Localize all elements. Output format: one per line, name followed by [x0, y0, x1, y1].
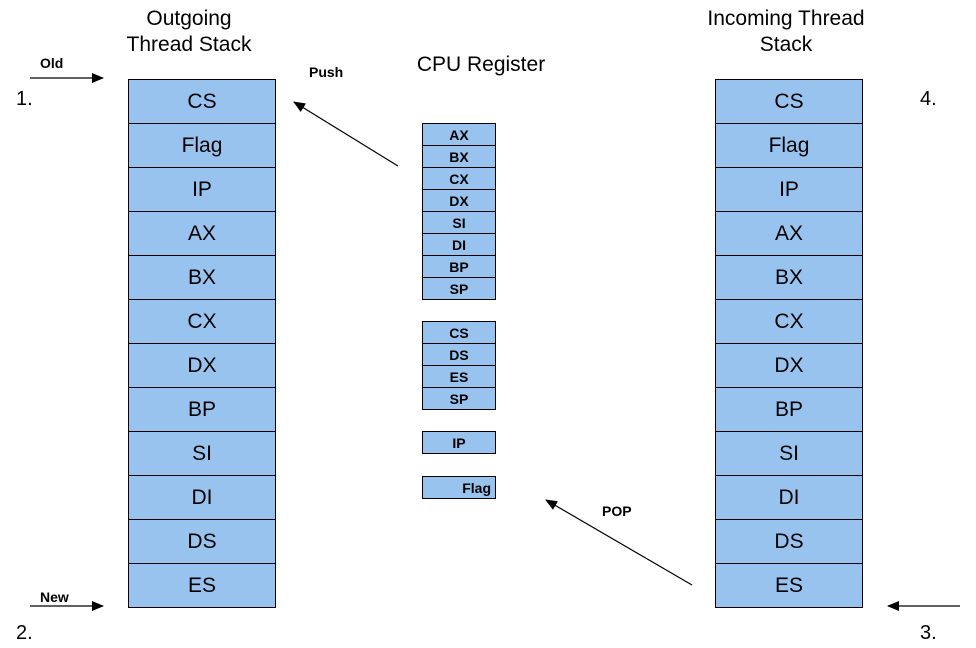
- outgoing-title-line1: Outgoing: [146, 7, 232, 30]
- cpu-register-cell: DS: [423, 344, 495, 366]
- cpu-register-cell: SP: [423, 278, 495, 299]
- outgoing-stack-cell: Flag: [129, 124, 275, 168]
- outgoing-stack-cell: SI: [129, 432, 275, 476]
- incoming-stack-cell: AX: [716, 212, 862, 256]
- outgoing-stack-cell: BX: [129, 256, 275, 300]
- step-3-label: 3.: [920, 622, 937, 644]
- outgoing-title-line2: Thread Stack: [126, 33, 252, 56]
- outgoing-stack-cell: DS: [129, 520, 275, 564]
- pop-arrow: [545, 499, 693, 586]
- cpu-register-cell: AX: [423, 124, 495, 146]
- cpu-register-cell: CX: [423, 168, 495, 190]
- outgoing-stack-cell: AX: [129, 212, 275, 256]
- push-label: Push: [309, 64, 344, 80]
- step-1-label: 1.: [16, 88, 33, 110]
- incoming-stack-cell: ES: [716, 564, 862, 607]
- incoming-stack-cell: BX: [716, 256, 862, 300]
- incoming-stack-cell: SI: [716, 432, 862, 476]
- cpu-flag-register: Flag: [422, 476, 496, 499]
- outgoing-stack: CS Flag IP AX BX CX DX BP SI DI DS ES: [128, 79, 276, 608]
- outgoing-stack-title: Outgoing Thread Stack: [108, 6, 270, 58]
- cpu-register-cell: BX: [423, 146, 495, 168]
- cpu-ip-register: IP: [422, 431, 496, 454]
- outgoing-stack-cell: IP: [129, 168, 275, 212]
- outgoing-stack-cell: ES: [129, 564, 275, 607]
- incoming-title-line2: Stack: [759, 33, 813, 56]
- incoming-stack-cell: BP: [716, 388, 862, 432]
- cpu-register-cell: CS: [423, 322, 495, 344]
- incoming-stack-cell: CX: [716, 300, 862, 344]
- step-2-label: 2.: [16, 622, 33, 644]
- incoming-stack-title: Incoming Thread Stack: [696, 6, 876, 58]
- outgoing-stack-cell: CX: [129, 300, 275, 344]
- incoming-stack-cell: DX: [716, 344, 862, 388]
- incoming-stack-cell: CS: [716, 80, 862, 124]
- cpu-register-cell: ES: [423, 366, 495, 388]
- incoming-stack-cell: DI: [716, 476, 862, 520]
- cpu-register-cell: DI: [423, 234, 495, 256]
- new-label: New: [40, 589, 69, 605]
- cpu-register-cell: DX: [423, 190, 495, 212]
- cpu-register-title: CPU Register: [416, 53, 546, 76]
- cpu-register-cell: SP: [423, 388, 495, 409]
- cpu-register-cell: IP: [423, 432, 495, 453]
- outgoing-stack-cell: CS: [129, 80, 275, 124]
- incoming-title-line1: Incoming Thread: [707, 7, 865, 30]
- incoming-stack-cell: DS: [716, 520, 862, 564]
- incoming-stack-cell: IP: [716, 168, 862, 212]
- old-label: Old: [40, 55, 64, 71]
- step-4-label: 4.: [920, 88, 937, 110]
- incoming-stack: CS Flag IP AX BX CX DX BP SI DI DS ES: [715, 79, 863, 608]
- cpu-general-registers: AX BX CX DX SI DI BP SP: [422, 123, 496, 300]
- outgoing-stack-cell: DI: [129, 476, 275, 520]
- pop-label: POP: [602, 503, 632, 519]
- cpu-segment-registers: CS DS ES SP: [422, 321, 496, 410]
- cpu-register-cell: SI: [423, 212, 495, 234]
- outgoing-stack-cell: BP: [129, 388, 275, 432]
- push-arrow: [293, 101, 399, 167]
- cpu-register-cell: BP: [423, 256, 495, 278]
- outgoing-stack-cell: DX: [129, 344, 275, 388]
- incoming-stack-cell: Flag: [716, 124, 862, 168]
- cpu-register-cell: Flag: [423, 477, 495, 498]
